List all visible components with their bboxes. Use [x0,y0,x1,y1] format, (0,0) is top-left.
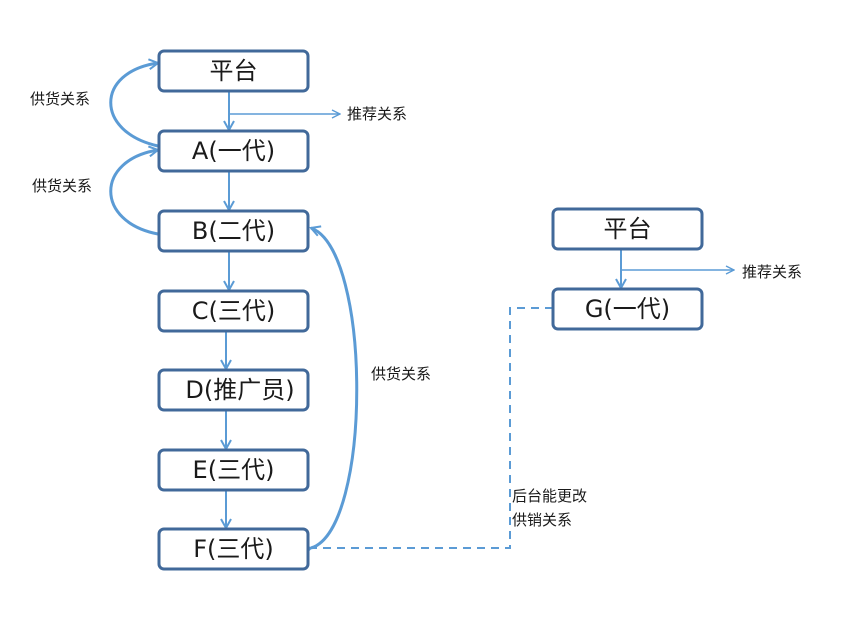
node-d-label: D(推广员) [185,376,294,404]
node-f-label: F(三代) [193,535,274,563]
node-platform: 平台 [157,49,310,93]
node-f: F(三代) [157,527,310,571]
label-recommend-1: 推荐关系 [347,105,407,123]
node-c-label: C(三代) [192,297,275,325]
label-supply-1: 供货关系 [30,90,90,108]
node-g: G(一代) [551,287,704,331]
label-recommend-2: 推荐关系 [742,263,802,281]
supply-curve-b-to-a [109,150,158,236]
backend-dashed-link [311,307,553,549]
label-backend-line2: 供销关系 [512,511,572,529]
label-supply-2: 供货关系 [32,177,92,195]
supply-curve-a-to-platform [109,63,158,148]
supply-curve-f-to-b [311,228,359,548]
node-b: B(二代) [157,209,310,253]
node-b-label: B(二代) [192,217,275,245]
label-backend-line1: 后台能更改 [512,487,587,505]
node-g-label: G(一代) [585,295,670,323]
node-a: A(一代) [157,129,310,173]
label-supply-3: 供货关系 [371,365,431,383]
node-e: E(三代) [157,448,310,492]
node-platform2: 平台 [551,207,704,251]
node-platform2-label: 平台 [604,215,652,243]
node-d: D(推广员) [157,368,310,412]
node-e-label: E(三代) [193,456,275,484]
node-c: C(三代) [157,289,310,333]
node-platform-label: 平台 [210,57,258,85]
node-a-label: A(一代) [192,137,275,165]
